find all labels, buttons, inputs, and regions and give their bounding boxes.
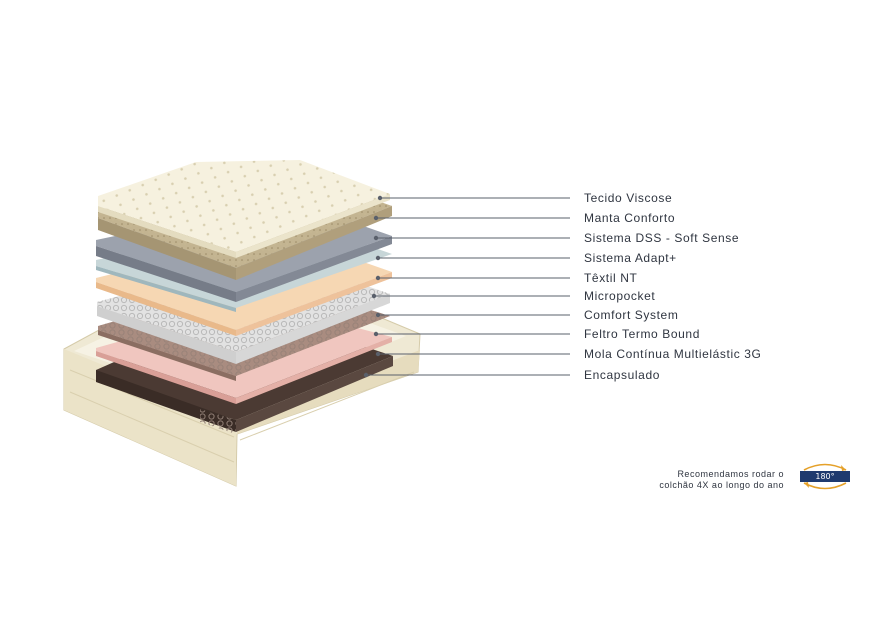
label-tecido-viscose: Tecido Viscose — [584, 191, 673, 205]
leader-lines — [366, 197, 570, 376]
label-sistema-adapt: Sistema Adapt+ — [584, 251, 677, 265]
viscose-layer — [98, 160, 390, 258]
rotate-arrows-icon — [803, 463, 847, 490]
label-mola-continua: Mola Contínua Multielástic 3G — [584, 347, 762, 361]
label-textil-nt: Têxtil NT — [584, 271, 638, 285]
label-micropocket: Micropocket — [584, 289, 656, 303]
rotate-180-badge: 180° — [798, 461, 854, 491]
label-encapsulado: Encapsulado — [584, 368, 660, 382]
label-comfort-system: Comfort System — [584, 308, 679, 322]
rotation-note: Recomendamos rodar o colchão 4X ao longo… — [659, 469, 784, 491]
label-sistema-dss: Sistema DSS - Soft Sense — [584, 231, 740, 245]
rotation-note-line2: colchão 4X ao longo do ano — [659, 480, 784, 490]
rotation-note-line1: Recomendamos rodar o — [677, 469, 784, 479]
leader-dots — [363, 195, 383, 378]
label-manta-conforto: Manta Conforto — [584, 211, 676, 225]
rotate-badge-label: 180° — [800, 471, 850, 482]
label-feltro-termo-bound: Feltro Termo Bound — [584, 327, 700, 341]
